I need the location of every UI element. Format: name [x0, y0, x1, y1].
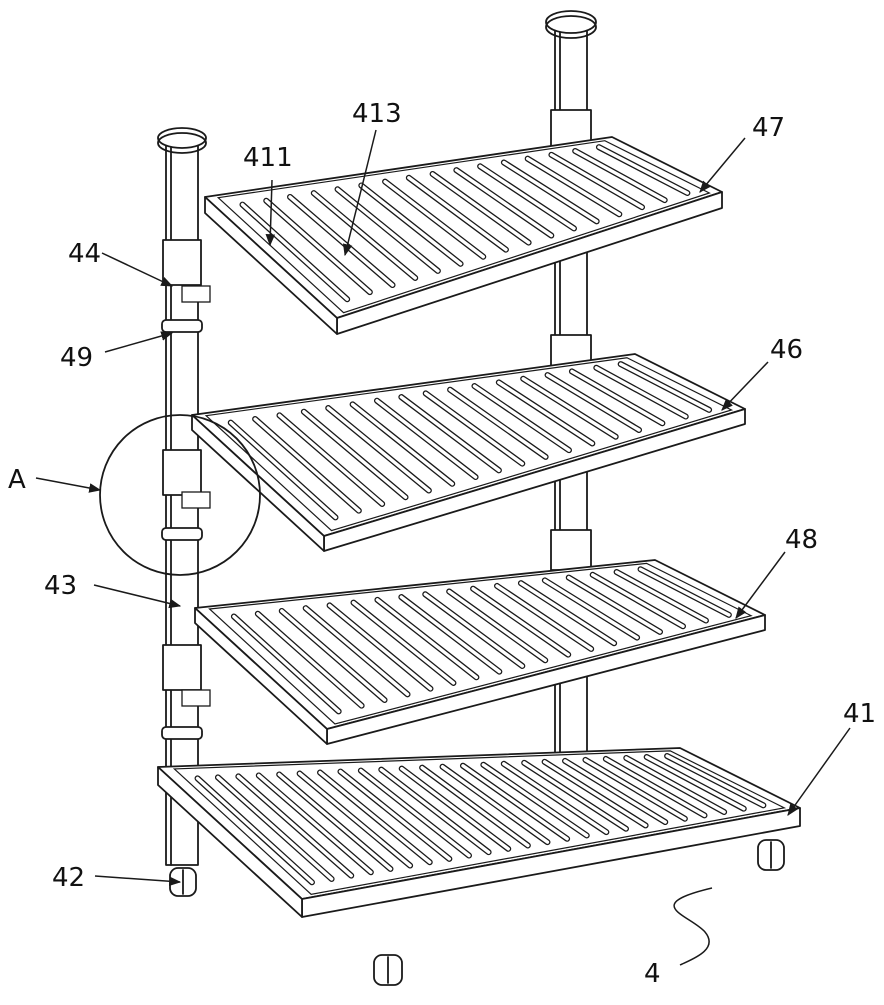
label-43: 43	[44, 571, 77, 601]
label-42: 42	[52, 863, 85, 893]
label-41: 41	[843, 699, 876, 729]
clamp-middle	[161, 491, 211, 541]
shelf-46	[191, 353, 746, 552]
wheel-rear	[373, 954, 403, 986]
leader-46	[721, 361, 769, 411]
shelves-group	[157, 136, 801, 918]
leader-49	[104, 331, 174, 353]
shelf-41	[157, 747, 801, 918]
leader-43	[93, 584, 182, 609]
leader-a	[35, 477, 102, 493]
label-47: 47	[752, 113, 785, 143]
leader-42	[94, 875, 182, 887]
leader-44	[101, 252, 174, 287]
labels: 44 49 A 43 42 411 413 47 46 48 41 4	[8, 99, 876, 989]
leader-4	[673, 887, 713, 966]
leader-48	[735, 551, 786, 619]
leader-41	[787, 727, 851, 816]
label-49: 49	[60, 343, 93, 373]
label-a: A	[8, 465, 26, 495]
label-413: 413	[352, 99, 402, 129]
label-46: 46	[770, 335, 803, 365]
clamp-lower	[161, 689, 211, 740]
label-48: 48	[785, 525, 818, 555]
clamp-upper	[161, 285, 211, 333]
leader-413	[342, 129, 377, 257]
label-411: 411	[243, 143, 293, 173]
leader-lines	[35, 129, 851, 966]
left-pole-cap	[157, 127, 207, 149]
right-pole-cap	[545, 10, 597, 34]
label-4: 4	[644, 959, 661, 989]
shelf-47	[204, 136, 723, 335]
label-44: 44	[68, 239, 101, 269]
leader-411	[265, 179, 276, 247]
leader-47	[699, 137, 746, 193]
wheel-front-right	[757, 839, 785, 871]
detail-circle-a	[99, 414, 261, 576]
shelf-48	[194, 559, 766, 745]
